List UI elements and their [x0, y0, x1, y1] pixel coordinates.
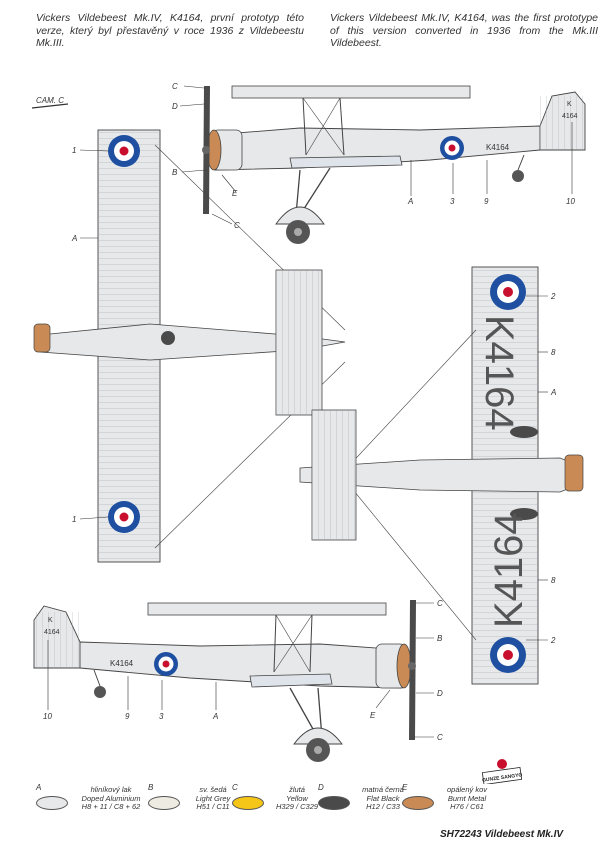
gunze-sangyo-logo: GUNZE SANGYO [482, 759, 522, 784]
legend-swatch-D [318, 796, 350, 810]
callout-D-2: D [437, 689, 443, 698]
footer-title: SH72243 Vildebeest Mk.IV [440, 829, 564, 840]
callout-10-2: 10 [43, 712, 52, 721]
fuselage-serial-lower: K4164 [110, 659, 134, 668]
callout-3-2: 3 [159, 712, 164, 721]
legend-ref-E: H76 / C61 [450, 802, 484, 811]
legend-en-E: Burnt Metal [447, 793, 487, 803]
side-profile-upper: K4164 K 4164 [202, 85, 586, 244]
legend-cz-E: opálený kov [446, 785, 488, 794]
underwing-serial-2: K4164 [487, 512, 531, 628]
legend-ref-A: H8 + 11 / C8 + 62 [81, 802, 141, 811]
legend-cz-B: sv. šedá [199, 785, 227, 794]
callout-A-under: A [550, 388, 556, 397]
callout-E-1: E [232, 189, 238, 198]
legend-swatch-E [402, 796, 434, 810]
legend-ref-B: H51 / C11 [196, 802, 230, 811]
callout-C-1: C [172, 82, 178, 91]
callout-B-1: B [172, 168, 178, 177]
callout-1-top: 1 [72, 146, 76, 155]
underwing-serial-1: K4164 [477, 315, 521, 431]
callout-2-a: 2 [550, 292, 556, 301]
legend-code-E: E [402, 783, 408, 792]
fin-serial-lower: 4164 [44, 629, 60, 636]
legend-en-A: Doped Aluminium [81, 793, 141, 803]
legend-swatch-B [148, 796, 180, 810]
top-view [33, 129, 346, 563]
callout-10-1: 10 [566, 197, 575, 206]
legend-ref-D: H12 / C33 [366, 802, 400, 811]
legend-cz-A: hliníkový lak [90, 785, 132, 794]
underside-view: K4164 K4164 [299, 266, 584, 685]
header-english: Vickers Vildebeest Mk.IV, K4164, was the… [330, 12, 598, 49]
legend-code-B: B [148, 783, 154, 792]
callout-A-top: A [71, 234, 77, 243]
logo-text: GUNZE SANGYO [482, 772, 522, 784]
side-profile-lower: K4164 K 4164 [33, 600, 416, 762]
callout-C-2: C [234, 221, 240, 230]
legend-en-D: Flat Black [366, 793, 400, 803]
legend-en-C: Yellow [286, 793, 308, 803]
callout-A-1: A [407, 197, 413, 206]
camouflage-label: CAM. C [36, 96, 64, 105]
callout-E-2: E [370, 711, 376, 720]
callout-1-bottom: 1 [72, 515, 76, 524]
callout-3-1: 3 [450, 197, 455, 206]
legend-cz-C: žlutá [289, 785, 305, 794]
legend-en-B: Light Grey [195, 793, 231, 803]
callout-8-b: 8 [551, 576, 556, 585]
fin-serial-upper: 4164 [562, 113, 578, 120]
callout-A-2: A [212, 712, 218, 721]
fin-letter-lower: K [48, 617, 53, 624]
legend-swatch-A [36, 796, 68, 810]
callout-8-a: 8 [551, 348, 556, 357]
callout-C-4: C [437, 733, 443, 742]
legend-code-A: A [36, 783, 42, 792]
fuselage-serial-upper: K4164 [486, 143, 510, 152]
legend-cz-D: matná černá [362, 785, 404, 794]
callout-B-2: B [437, 634, 443, 643]
legend-ref-C: H329 / C329 [275, 802, 319, 811]
callout-9-2: 9 [125, 712, 130, 721]
fin-letter-upper: K [567, 101, 572, 108]
legend-code-C: C [232, 783, 238, 792]
callout-2-b: 2 [550, 636, 556, 645]
legend-code-D: D [318, 783, 324, 792]
callout-9-1: 9 [484, 197, 489, 206]
callout-D-1: D [172, 102, 178, 111]
callout-C-3: C [437, 599, 443, 608]
header-czech: Vickers Vildebeest Mk.IV, K4164, první p… [36, 12, 304, 49]
legend-swatch-C [232, 796, 264, 810]
